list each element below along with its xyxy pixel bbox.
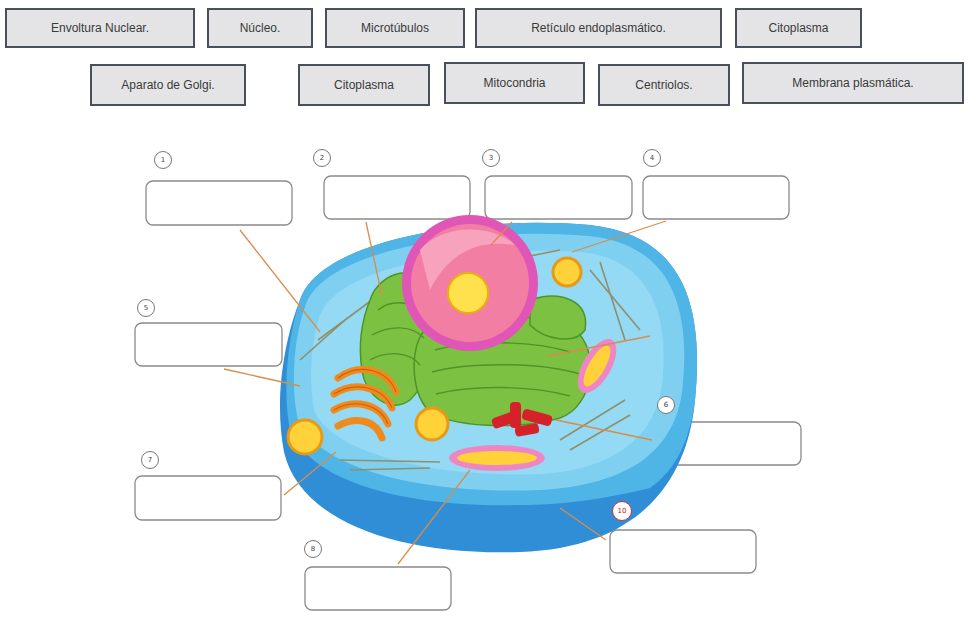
word-label: Centriolos.: [635, 78, 692, 92]
callout-text: 1: [161, 157, 165, 164]
callout-text: 6: [664, 402, 668, 409]
callout-text: 3: [489, 155, 493, 162]
callout-text: 7: [148, 457, 152, 464]
word-bank-box: Mitocondria: [444, 62, 585, 104]
word-label: Mitocondria: [483, 76, 545, 90]
callout-text: 8: [311, 546, 315, 553]
callout-text: 2: [320, 155, 324, 162]
callout-text: 5: [144, 305, 148, 312]
word-label: Microtúbulos: [361, 21, 429, 35]
word-label: Retículo endoplasmático.: [531, 21, 666, 35]
answer-boxes: [135, 176, 801, 610]
word-bank-box: Membrana plasmática.: [742, 62, 964, 104]
callout-number: 2: [313, 149, 331, 167]
word-bank-box: Citoplasma: [298, 64, 430, 106]
callout-text: 10: [618, 508, 627, 515]
callout-number: 6: [657, 396, 675, 414]
callout-number: 8: [304, 540, 322, 558]
callout-number: 4: [643, 149, 661, 167]
word-bank-box: Microtúbulos: [325, 8, 465, 48]
word-bank-box: Núcleo.: [207, 8, 313, 48]
callout-number: 5: [137, 299, 155, 317]
callout-number: 3: [482, 149, 500, 167]
word-label: Citoplasma: [334, 78, 394, 92]
word-bank-box: Envoltura Nuclear.: [5, 8, 195, 48]
word-bank-box: Aparato de Golgi.: [90, 64, 246, 106]
callout-number: 10: [612, 501, 632, 521]
callout-number: 1: [154, 151, 172, 169]
word-label: Citoplasma: [768, 21, 828, 35]
word-bank-box: Centriolos.: [598, 64, 730, 106]
callout-text: 4: [650, 155, 654, 162]
callout-number: 7: [141, 451, 159, 469]
word-label: Núcleo.: [240, 21, 281, 35]
word-label: Membrana plasmática.: [792, 76, 913, 90]
word-label: Envoltura Nuclear.: [51, 21, 149, 35]
word-bank-box: Retículo endoplasmático.: [475, 8, 722, 48]
word-bank-box: Citoplasma: [735, 8, 862, 48]
word-label: Aparato de Golgi.: [121, 78, 214, 92]
